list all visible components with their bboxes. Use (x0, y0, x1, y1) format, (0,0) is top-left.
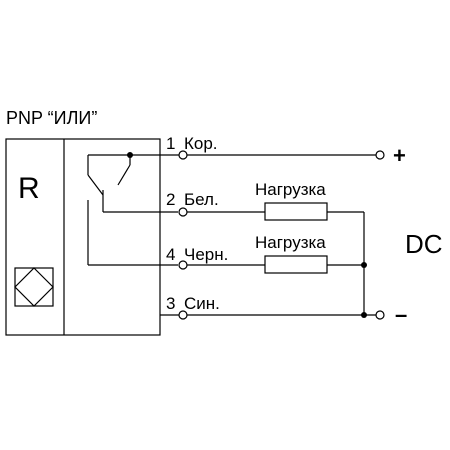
terminal-1-label: Кор. (184, 134, 218, 153)
switch-contacts (87, 154, 178, 266)
terminal-circles (178, 150, 188, 320)
sensor-letter: R (18, 172, 40, 205)
terminal-3-number: 3 (166, 294, 175, 313)
supply-minus-circle (375, 310, 385, 320)
switch-blade-2 (117, 164, 131, 186)
load-resistors (264, 202, 328, 274)
terminal-2-circle (178, 207, 188, 217)
supply-plus-label: + (393, 143, 406, 168)
supply-minus-label: – (395, 302, 407, 327)
load-1-label: Нагрузка (255, 180, 326, 199)
terminal-4-number: 4 (166, 245, 175, 264)
terminal-3-circle (178, 310, 188, 320)
terminal-2-number: 2 (166, 190, 175, 209)
diagram-title: PNP “ИЛИ” (6, 108, 97, 128)
load-resistor-2 (264, 255, 328, 274)
terminal-1-number: 1 (166, 134, 175, 153)
sensor-body (5, 138, 161, 336)
terminal-4-label: Черн. (184, 245, 228, 264)
wires (130, 154, 376, 316)
supply-plus-circle (375, 150, 385, 160)
junction-dot-minus (361, 312, 367, 318)
terminal-1-circle (178, 150, 188, 160)
supply-terminals (375, 150, 385, 320)
supply-type-label: DC (405, 229, 443, 259)
switch-blade-1 (87, 174, 104, 196)
terminal-2-label: Бел. (184, 190, 219, 209)
load-resistor-1 (264, 202, 328, 221)
inductive-sensor-icon (14, 267, 54, 307)
sensor-outline (5, 138, 161, 336)
load-2-label: Нагрузка (255, 233, 326, 252)
terminal-4-circle (178, 260, 188, 270)
terminal-3-label: Син. (184, 294, 220, 313)
junction-dot-load2 (361, 262, 367, 268)
